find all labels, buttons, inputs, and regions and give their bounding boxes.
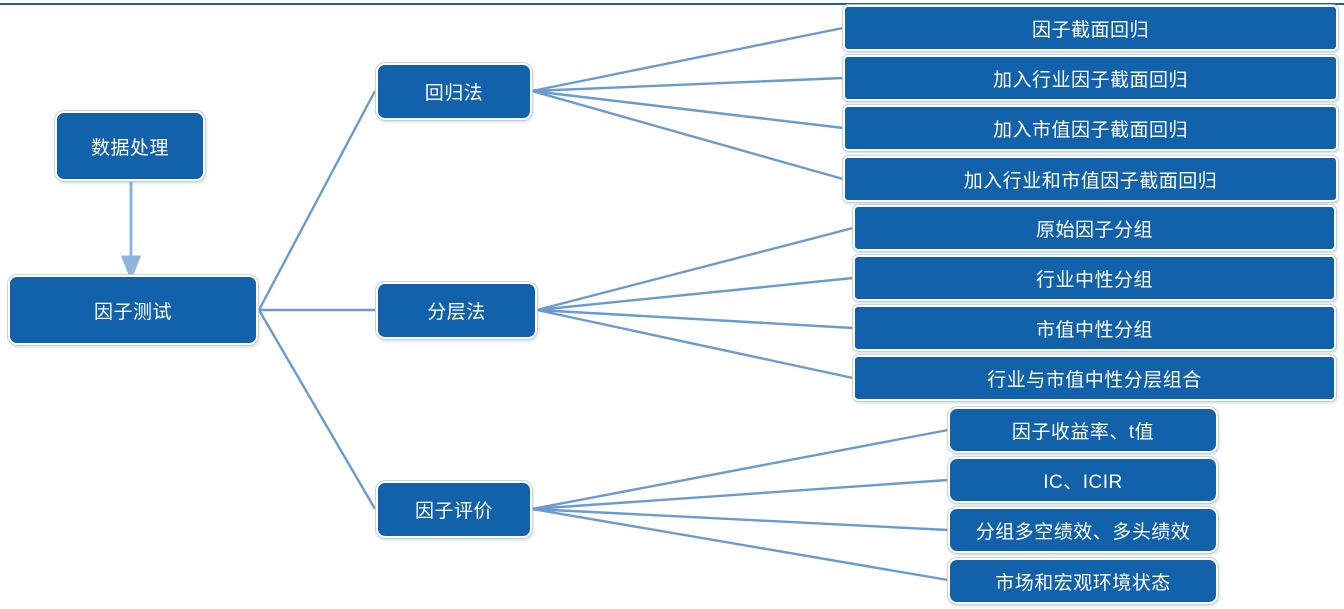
leaf-stratify-4[interactable]: 行业与市值中性分层组合: [853, 355, 1336, 401]
leaf-stratify-2[interactable]: 行业中性分组: [853, 255, 1336, 301]
node-branch-stratify-label: 分层法: [427, 302, 486, 323]
leaf-stratify-1[interactable]: 原始因子分组: [853, 205, 1336, 251]
leaf-evaluate-1-label: 因子收益率、t值: [1011, 421, 1155, 443]
leaf-evaluate-3-label: 分组多空绩效、多头绩效: [975, 521, 1191, 543]
edge-evaluate-to-leaf-1: [531, 428, 949, 511]
node-data-processing[interactable]: 数据处理: [55, 111, 205, 181]
leaf-evaluate-2[interactable]: IC、ICIR: [948, 457, 1218, 503]
node-branch-evaluate[interactable]: 因子评价: [376, 481, 532, 538]
leaf-evaluate-4[interactable]: 市场和宏观环境状态: [948, 558, 1218, 604]
node-data-processing-label: 数据处理: [90, 137, 169, 159]
edge-evaluate-to-leaf-2: [531, 478, 949, 511]
leaf-evaluate-1[interactable]: 因子收益率、t值: [948, 407, 1218, 453]
leaf-regression-2-label: 加入行业因子截面回归: [992, 69, 1188, 91]
leaf-regression-1-label: 因子截面回归: [1031, 19, 1149, 41]
node-branch-regression-label: 回归法: [424, 83, 484, 104]
edge-stratify-to-leaf-3: [536, 308, 854, 330]
leaf-stratify-3-label: 市值中性分组: [1035, 319, 1153, 341]
edge-stratify-to-leaf-4: [536, 308, 854, 380]
leaf-stratify-1-label: 原始因子分组: [1035, 219, 1153, 241]
node-branch-stratify[interactable]: 分层法: [376, 282, 537, 339]
leaf-regression-1[interactable]: 因子截面回归: [843, 5, 1338, 51]
edge-regression-to-leaf-3: [531, 89, 844, 130]
leaf-regression-3[interactable]: 加入市值因子截面回归: [843, 105, 1338, 151]
edge-stratify-to-leaf-2: [536, 276, 854, 312]
leaf-evaluate-3[interactable]: 分组多空绩效、多头绩效: [948, 507, 1218, 553]
leaf-regression-4-label: 加入行业和市值因子截面回归: [963, 170, 1218, 192]
edge-regression-to-leaf-4: [531, 89, 844, 181]
leaf-regression-2[interactable]: 加入行业因子截面回归: [843, 55, 1338, 101]
leaf-regression-4[interactable]: 加入行业和市值因子截面回归: [843, 156, 1338, 202]
edge-stratify-to-leaf-1: [536, 226, 854, 312]
node-factor-test[interactable]: 因子测试: [8, 275, 258, 345]
edge-regression-to-leaf-1: [531, 26, 844, 93]
edge-factor-test-to-regression: [257, 90, 377, 311]
leaf-stratify-3[interactable]: 市值中性分组: [853, 305, 1336, 351]
leaf-regression-3-label: 加入市值因子截面回归: [992, 119, 1188, 141]
edge-evaluate-to-leaf-3: [531, 507, 949, 532]
leaf-stratify-2-label: 行业中性分组: [1035, 269, 1153, 291]
node-branch-regression[interactable]: 回归法: [376, 63, 532, 120]
top-divider-rule: [0, 3, 1344, 5]
leaf-evaluate-2-label: IC、ICIR: [1043, 471, 1123, 493]
edge-regression-to-leaf-2: [531, 76, 844, 93]
node-branch-evaluate-label: 因子评价: [414, 501, 493, 522]
edge-factor-test-to-evaluate: [257, 309, 377, 510]
edge-evaluate-to-leaf-4: [531, 507, 949, 582]
node-factor-test-label: 因子测试: [93, 301, 172, 323]
leaf-evaluate-4-label: 市场和宏观环境状态: [995, 572, 1171, 594]
leaf-stratify-4-label: 行业与市值中性分层组合: [987, 369, 1202, 391]
